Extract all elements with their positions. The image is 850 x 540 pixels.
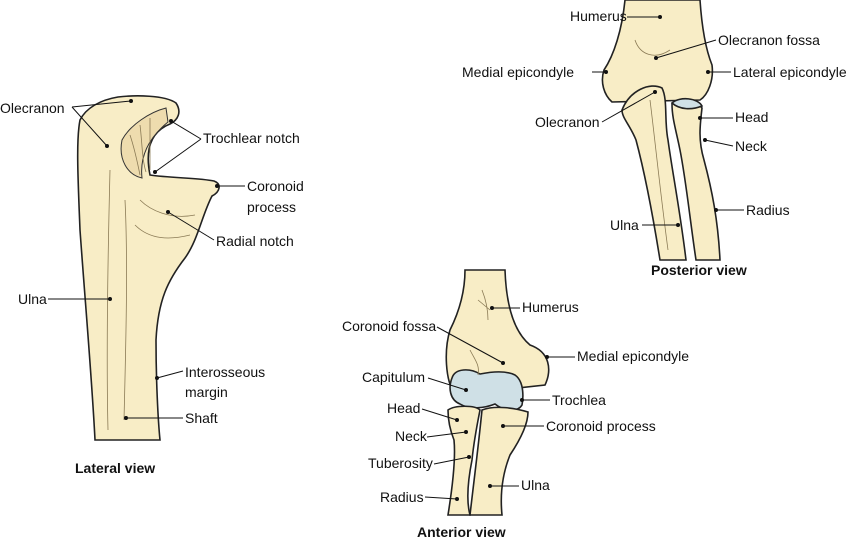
label-olecranon-fossa: Olecranon fossa <box>718 32 820 48</box>
label-coronoid-process-line2: process <box>247 199 296 215</box>
humerus-posterior-drawing <box>601 0 714 103</box>
label-radial-notch: Radial notch <box>216 233 294 249</box>
label-coronoid-process: Coronoid process <box>546 418 656 434</box>
label-olecranon: Olecranon <box>535 114 600 130</box>
label-ulna: Ulna <box>521 477 550 493</box>
ulna-anterior-drawing <box>469 406 529 516</box>
label-shaft: Shaft <box>185 410 218 426</box>
capitulum-trochlea-drawing <box>449 369 524 411</box>
label-lateral-epicondyle: Lateral epicondyle <box>733 64 847 80</box>
ulna-posterior-drawing <box>621 85 687 261</box>
label-humerus: Humerus <box>570 8 627 24</box>
lateral-view: Olecranon Trochlear notch Coronoid proce… <box>0 95 304 476</box>
posterior-view-title: Posterior view <box>651 262 747 278</box>
label-humerus: Humerus <box>522 299 579 315</box>
label-neck: Neck <box>735 138 768 154</box>
label-neck: Neck <box>395 428 428 444</box>
label-radius: Radius <box>746 202 790 218</box>
label-radius: Radius <box>380 489 424 505</box>
label-interosseous-margin: Interosseous <box>185 364 265 380</box>
anterior-view-title: Anterior view <box>417 524 506 540</box>
label-coronoid-fossa: Coronoid fossa <box>342 318 436 334</box>
label-ulna: Ulna <box>18 291 47 307</box>
lateral-view-title: Lateral view <box>75 460 155 476</box>
label-head: Head <box>387 400 420 416</box>
humerus-anterior-drawing <box>445 269 550 396</box>
label-ulna: Ulna <box>610 217 639 233</box>
label-coronoid-process: Coronoid <box>247 178 304 194</box>
label-interosseous-margin-line2: margin <box>185 384 228 400</box>
label-trochlea: Trochlea <box>552 392 606 408</box>
label-medial-epicondyle: Medial epicondyle <box>462 64 574 80</box>
label-head: Head <box>735 109 768 125</box>
label-tuberosity: Tuberosity <box>368 455 433 471</box>
posterior-view: Humerus Olecranon fossa Medial epicondyl… <box>462 0 847 278</box>
label-medial-epicondyle: Medial epicondyle <box>577 348 689 364</box>
label-olecranon: Olecranon <box>0 100 65 116</box>
label-capitulum: Capitulum <box>362 369 425 385</box>
label-trochlear-notch: Trochlear notch <box>203 130 300 146</box>
radius-posterior-drawing <box>671 99 721 261</box>
anterior-view: Humerus Coronoid fossa Medial epicondyle… <box>342 269 689 540</box>
